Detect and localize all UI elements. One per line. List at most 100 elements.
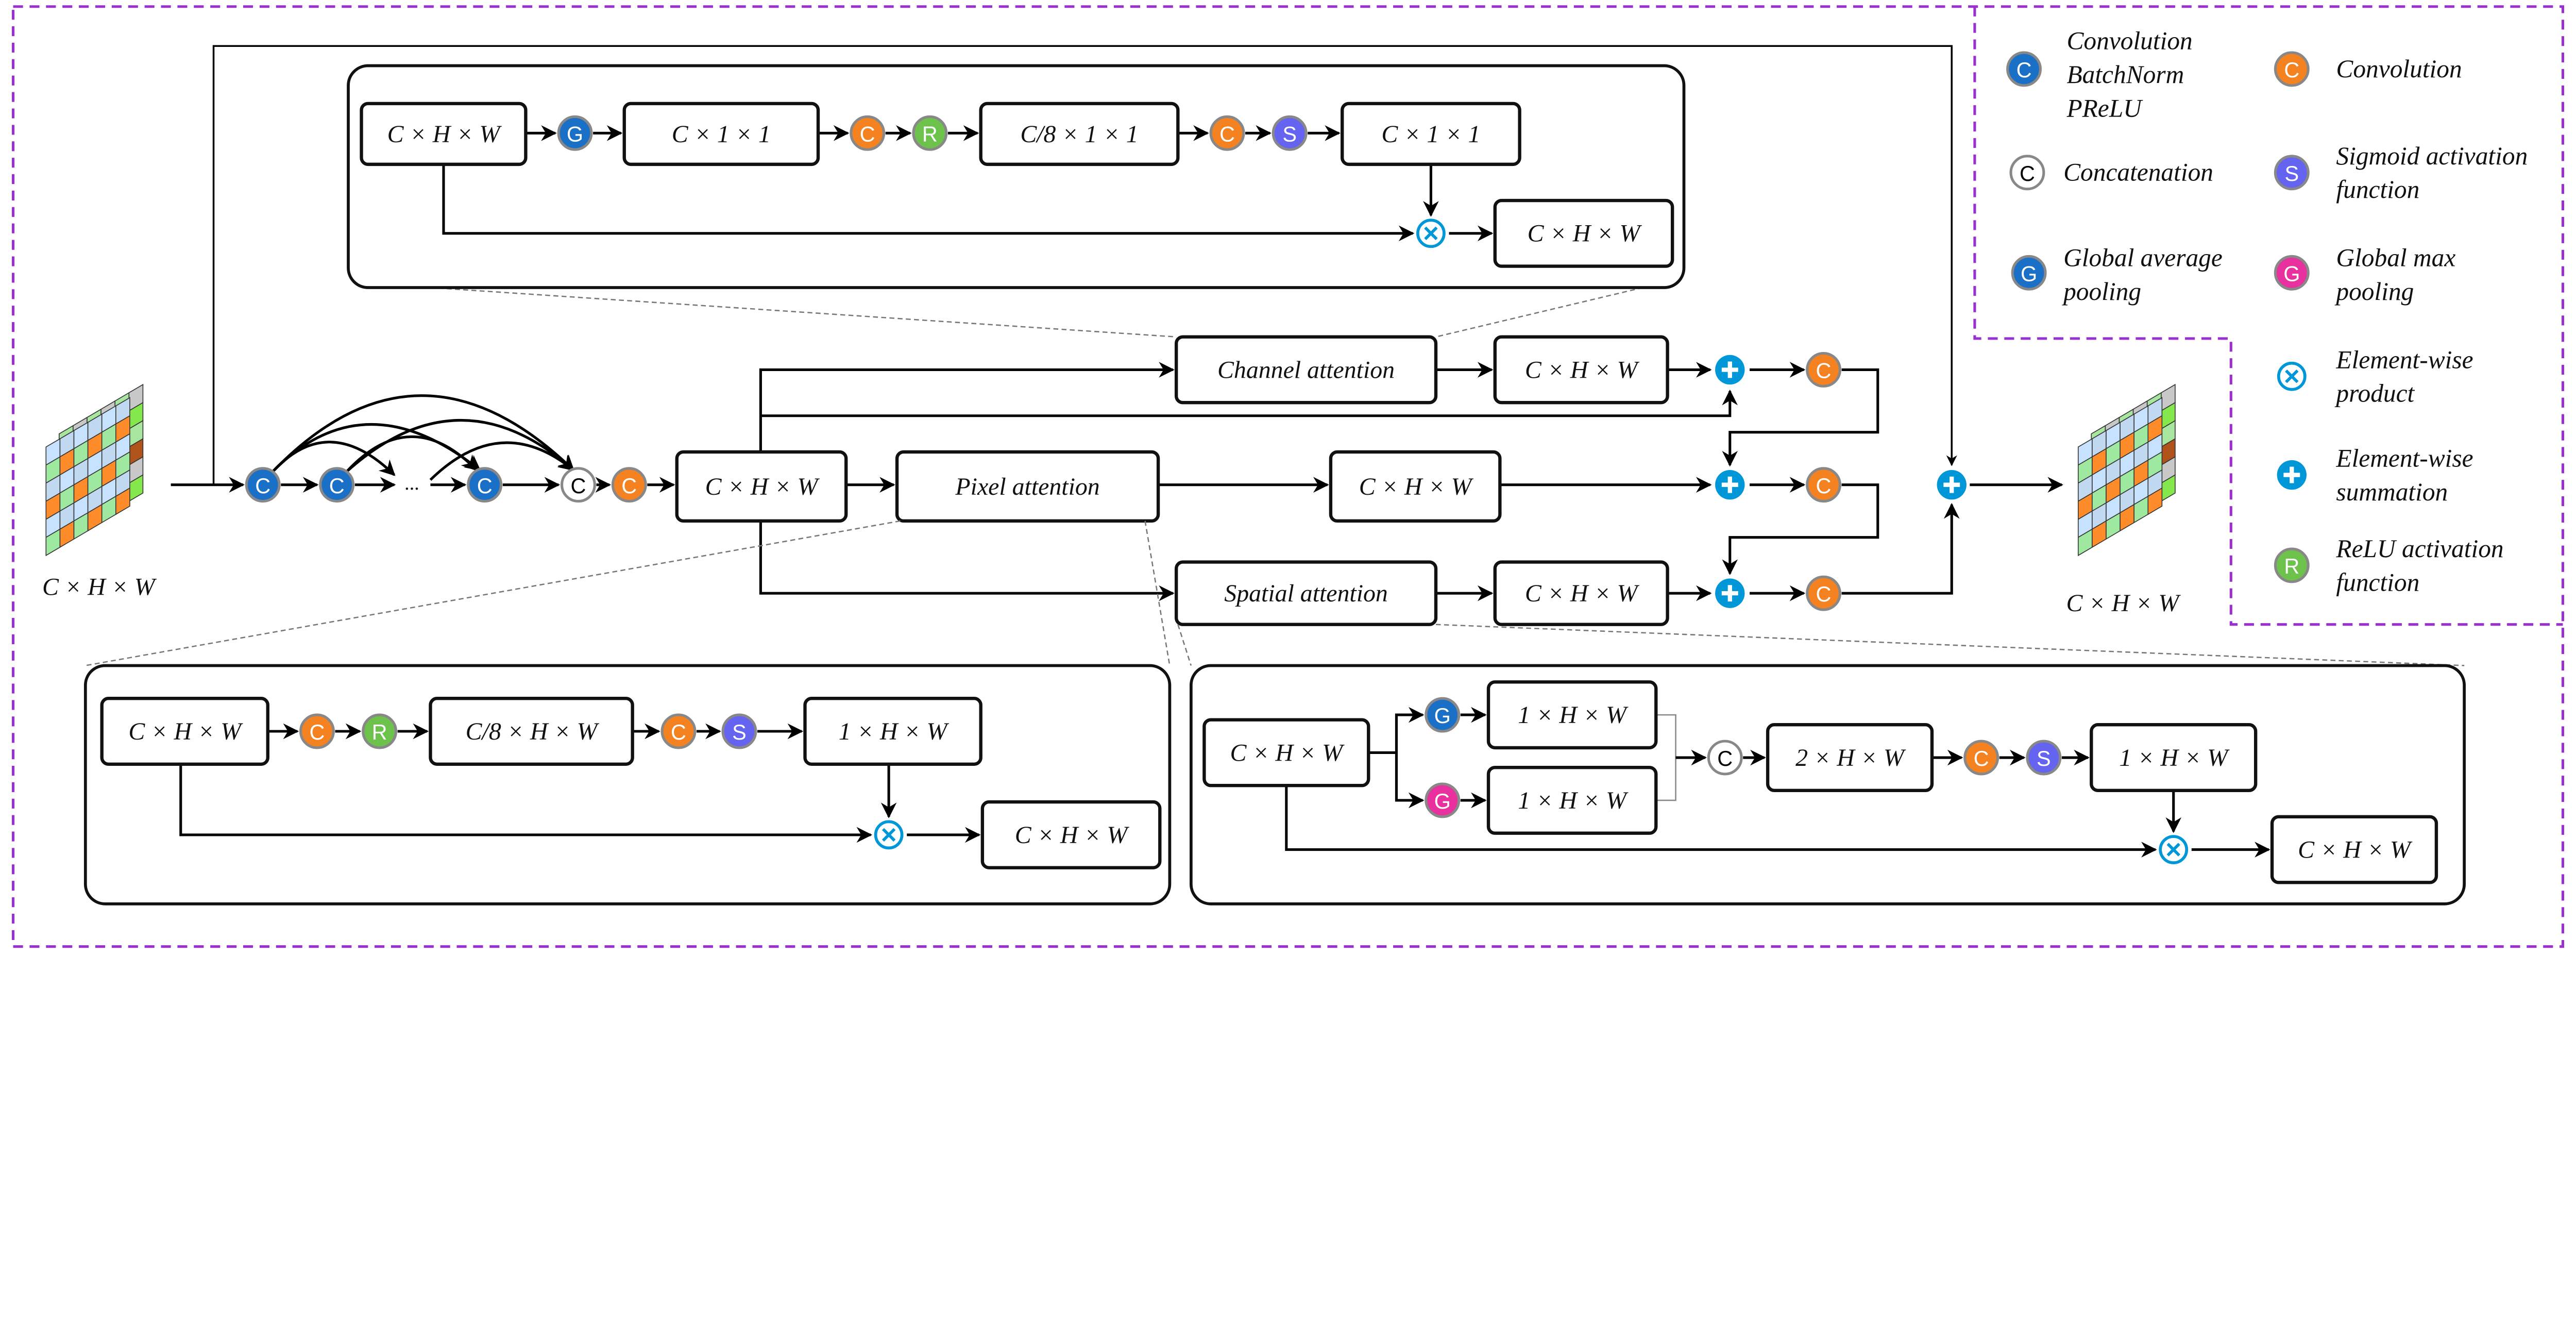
legend-text: ReLU activation [2335,534,2503,563]
sa-gmp-node: G [1425,782,1461,818]
box-label: C × H × W [1230,739,1345,766]
ca-weights-box: C × 1 × 1 [1341,102,1521,166]
sigmoid-icon [2026,740,2062,776]
conv-symbol: C [1816,359,1832,383]
gap-icon [557,115,593,151]
conv-icon [1963,740,1999,776]
box-frame [360,102,528,166]
output-feature-map [2077,383,2176,557]
conv-symbol: C [1816,582,1832,606]
conv-icon [299,713,335,749]
conv-node-pixel: C [1806,467,1841,503]
sa-product-node [2159,835,2189,864]
legend-text: Global max [2336,244,2455,272]
box-label: 1 × H × W [1518,787,1629,814]
box-label: C × 1 × 1 [672,121,771,148]
legend-text: summation [2336,478,2448,506]
ca-pooled-box: C × 1 × 1 [622,102,820,166]
conv-symbol: C [2284,58,2299,82]
legend-text: function [2336,175,2419,204]
sa-conv-node: C [1963,740,1999,776]
conv-icon [2274,51,2310,87]
box-label: 1 × H × W [1518,701,1629,729]
legend-sigmoid-icon: S [2274,155,2310,191]
box-label: C × H × W [1525,356,1640,383]
sum-node-pixel [1715,469,1745,500]
sigmoid-symbol: S [2285,161,2299,186]
conv-symbol: C [1974,746,1989,770]
cbp-node-1: C [245,467,281,503]
box-frame [895,450,1160,523]
sa-input-box: C × H × W [1202,718,1370,787]
legend-text: PReLU [2066,94,2143,122]
box-frame [803,697,982,766]
box-frame [100,697,269,766]
channel-attention-block[interactable]: Channel attention [1174,335,1438,405]
channel-attention-detail: C × H × W G C × 1 × 1 C R C/8 × 1 × 1 C … [347,64,1686,289]
concat-symbol: C [2020,161,2035,186]
relu-symbol: R [372,720,387,744]
conv-icon [850,115,886,151]
legend-text: product [2334,379,2415,408]
box-label: C × H × W [705,473,820,500]
concat-icon [561,467,596,503]
conv-symbol: C [671,720,686,744]
box-frame [1174,335,1438,405]
cbp-node-2: C [319,467,355,503]
pa-weights-box: 1 × H × W [803,697,982,766]
concat-icon [2009,155,2045,191]
legend-concat-label: Concatenation [2063,158,2213,187]
sa-gap-node: G [1425,697,1461,733]
ca-input-box: C × H × W [360,102,528,166]
gmp-icon [2274,255,2310,291]
box-frame [1341,102,1521,166]
box-frame [1174,560,1438,626]
box-frame [980,800,1162,869]
legend-text: Global average [2063,244,2223,272]
main-feature-box: C × H × W [675,450,848,523]
box-label: C × H × W [2298,836,2413,864]
pa-input-box: C × H × W [100,697,269,766]
box-frame [1493,335,1669,405]
outer-border [11,5,2565,948]
sa-concat-node: C [1707,740,1743,776]
legend-text: pooling [2062,277,2141,306]
sigmoid-symbol: S [1282,122,1297,146]
box-frame [675,450,848,523]
box-label: C × 1 × 1 [1381,121,1480,148]
box-label: C/8 × 1 × 1 [1020,121,1138,148]
spatial-attention-block[interactable]: Spatial attention [1174,560,1438,626]
concat-symbol: C [1717,746,1733,770]
ca-relu-node: R [912,115,948,151]
sa-max-box: 1 × H × W [1486,765,1658,835]
legend-text: Convolution [2066,27,2192,55]
conv-symbol: C [1219,122,1235,146]
box-label: 1 × H × W [2119,744,2230,771]
relu-icon [912,115,948,151]
gap-icon [1425,697,1461,733]
legend-gmp-icon: G [2274,255,2310,291]
gmp-symbol: G [1434,789,1451,813]
box-label: 2 × H × W [1795,744,1906,771]
box-label: 1 × H × W [839,718,950,745]
pa-product-node [874,820,904,850]
spatial-attention-detail: C × H × W G G 1 × H × W 1 × H × W C 2 × … [1189,664,2466,905]
cbp-symbol: C [477,474,493,498]
sigmoid-icon [1272,115,1308,151]
sa-output-box: C × H × W [2270,815,2438,884]
legend-text: Element-wise [2335,345,2473,374]
input-dims-label: C × H × W [42,573,157,600]
box-frame [1766,723,1934,792]
sigmoid-icon [721,713,757,749]
relu-symbol: R [922,122,938,146]
pixel-attention-block[interactable]: Pixel attention [895,450,1160,523]
sum-node-spatial [1715,578,1745,608]
gmp-icon [1425,782,1461,818]
ca-conv1-node: C [850,115,886,151]
pa-reduced-box: C/8 × H × W [429,697,634,766]
ca-sigmoid-node: S [1272,115,1308,151]
box-frame [1493,198,1674,268]
conv-icon [1806,467,1841,503]
